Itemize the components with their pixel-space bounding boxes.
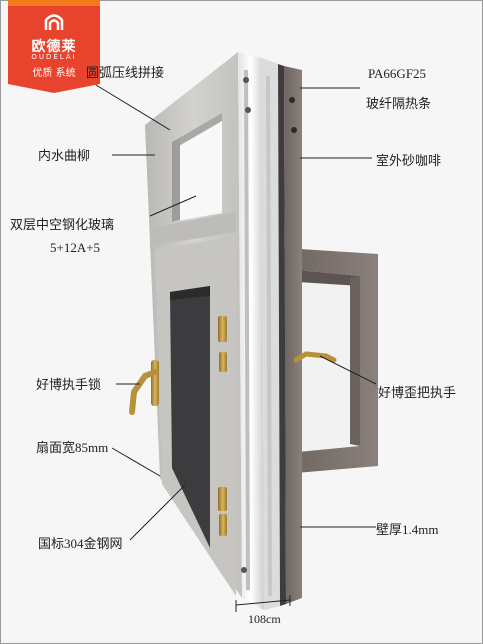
- label-arc-bead: 圆弧压线拼接: [86, 65, 165, 80]
- label-glass-spec: 双层中空钢化玻璃: [10, 217, 115, 232]
- hinge-top-2: [219, 352, 227, 372]
- brand-logo: 欧德莱 OUDELAI 优质 系统: [8, 0, 100, 93]
- label-inner-mullion: 内水曲柳: [38, 148, 91, 163]
- depth-dimension: [235, 595, 291, 612]
- brand-name: 欧德莱: [31, 39, 77, 55]
- hinge-bottom: [218, 487, 227, 511]
- brand-slogan: 优质 系统: [32, 68, 76, 79]
- brand-name-en: OUDELAI: [31, 53, 77, 61]
- inner-frame: [145, 52, 242, 598]
- house-icon: [44, 14, 64, 30]
- label-thermal-strip-grade: PA66GF25: [368, 66, 427, 81]
- label-steel-mesh: 国标304金钢网: [38, 536, 123, 551]
- label-outer-color: 室外砂咖啡: [376, 153, 442, 168]
- label-sash-width: 扇面宽85mm: [36, 440, 109, 455]
- inner-handle: [129, 360, 159, 415]
- label-depth: 108cm: [248, 612, 281, 626]
- frame-profile: [238, 52, 302, 610]
- hinge-top: [218, 316, 227, 342]
- label-crank-handle: 好博歪把执手: [378, 385, 457, 400]
- label-glass-config: 5+12A+5: [50, 240, 101, 255]
- callout-lines: [95, 84, 377, 541]
- label-thermal-strip: 玻纤隔热条: [366, 96, 432, 111]
- outer-crank-handle: [293, 351, 337, 363]
- hinge-bottom-2: [219, 514, 227, 536]
- label-handle-lock: 好博执手锁: [36, 377, 102, 392]
- logo-badge: [8, 0, 100, 93]
- label-wall-thickness: 壁厚1.4mm: [376, 522, 439, 537]
